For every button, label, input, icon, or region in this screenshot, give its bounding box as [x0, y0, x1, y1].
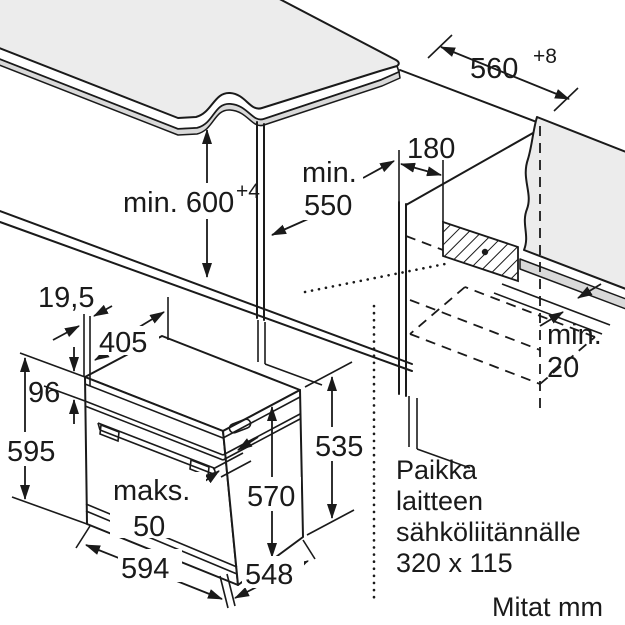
dim-top-depth-label: 405 [99, 327, 147, 359]
dim-niche-depth-l1: min. [302, 157, 357, 189]
right-cabinet [303, 116, 625, 469]
note-electrical-l3: sähköliitännälle [396, 517, 581, 547]
cavity-dashed-outline [405, 126, 596, 408]
depth-dotted-line [303, 262, 447, 294]
cabinet-run [0, 69, 625, 386]
dim-niche-width-tol: +8 [533, 45, 557, 68]
countertop-edge-band [0, 58, 401, 136]
dim-oven-height: 595 [4, 357, 88, 525]
back-rail [519, 258, 625, 310]
electrical-zone-hatch [442, 220, 519, 283]
dim-niche-height-tol: +4 [236, 180, 260, 203]
oven-door-handle [97, 422, 217, 478]
dim-rear-gap-l2: 20 [547, 352, 579, 384]
dim-body-height-label: 570 [247, 481, 295, 513]
dim-oven-depth: 548 [234, 539, 316, 599]
note-electrical-l1: Paikka [396, 455, 478, 485]
dim-niche-width-label: 560 [470, 53, 518, 85]
side-grip-cutout [228, 418, 252, 434]
dim-door-protrusion: maks. 50 [110, 436, 259, 543]
dim-oven-depth-label: 548 [245, 559, 293, 591]
right-divider-top-edge [405, 132, 534, 206]
dim-niche-height-label: min. 600 [123, 187, 234, 219]
dim-oven-width: 594 [75, 525, 236, 609]
dim-oven-width-label: 594 [121, 553, 169, 585]
dim-niche-depth: min. 550 [271, 157, 395, 236]
dim-top-depth: 405 [94, 297, 169, 361]
note-electrical: Paikka laitteen sähköliitännälle 320 x 1… [396, 455, 581, 578]
dim-niche-height: min. 600 +4 [118, 129, 260, 278]
connection-point-dot [481, 248, 489, 256]
dim-niche-depth-l2: 550 [304, 190, 352, 222]
dim-panel-height-label: 96 [28, 377, 60, 409]
dim-door-protrusion-l1: maks. [113, 475, 190, 507]
shelf-edge-bottom [0, 221, 413, 372]
dim-rear-gap: min. 20 [539, 283, 602, 384]
oven [84, 335, 304, 586]
dim-connection-offset-label: 180 [407, 133, 455, 165]
dim-body-rear-height: 535 [304, 361, 370, 536]
dim-panel-height: 96 [19, 347, 86, 424]
note-electrical-l2: laitteen [396, 486, 483, 516]
units-note: Mitat mm [492, 592, 603, 622]
back-wall-panel [523, 116, 625, 290]
dim-body-height: 570 [244, 406, 301, 558]
dim-panel-lip: 19,5 [38, 282, 113, 386]
dim-body-rear-height-label: 535 [315, 431, 363, 463]
dim-oven-height-label: 595 [7, 436, 55, 468]
dim-connection-offset: 180 [398, 133, 460, 222]
dim-niche-width: 560 +8 [427, 34, 579, 112]
countertop [0, 0, 401, 136]
dim-rear-gap-l1: min. [547, 319, 602, 351]
dim-door-protrusion-l2: 50 [133, 511, 165, 543]
shelf-edge-top [0, 210, 413, 365]
note-electrical-l4: 320 x 115 [396, 548, 513, 578]
dim-panel-lip-label: 19,5 [38, 282, 94, 314]
